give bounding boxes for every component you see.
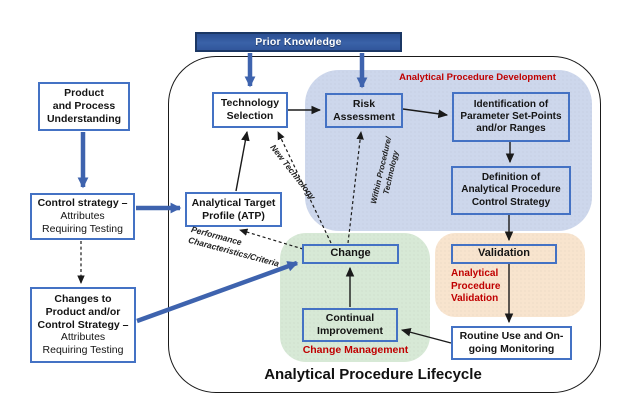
box-line: Validation <box>478 247 530 260</box>
node-changes-to-product-control-strategy: Changes to Product and/or Control Strate… <box>30 287 136 363</box>
box-line: Improvement <box>317 325 383 337</box>
label-analytical-procedure-development: Analytical Procedure Development <box>399 72 556 83</box>
box-line: Analytical Target <box>191 196 276 209</box>
box-line: Product and/or <box>45 305 121 318</box>
label-line: Procedure <box>451 280 501 292</box>
box-line: Control Strategy <box>471 196 551 208</box>
box-line: Control strategy – <box>37 197 128 210</box>
box-line: Continual <box>325 312 375 325</box>
box-line: Attributes <box>60 331 106 344</box>
node-change: Change <box>302 244 399 264</box>
box-line: Requiring Testing <box>42 222 123 235</box>
node-continual-improvement: Continual Improvement <box>302 308 398 342</box>
box-line: Understanding <box>46 112 122 125</box>
box-line: Requiring Testing <box>42 344 124 357</box>
box-line: Risk <box>352 97 376 110</box>
box-line: Identification of <box>473 98 549 110</box>
box-line: Attributes <box>60 210 105 223</box>
prior-knowledge-banner: Prior Knowledge <box>195 32 402 52</box>
box-line: Change <box>330 247 371 260</box>
box-line: Changes to <box>54 293 112 305</box>
node-definition-control-strategy: Definition of Analytical Procedure Contr… <box>451 166 571 215</box>
node-control-strategy: Control strategy – Attributes Requiring … <box>30 193 135 240</box>
label-analytical-procedure-validation: Analytical Procedure Validation <box>451 268 541 306</box>
region-analytical-procedure-validation <box>435 233 585 317</box>
box-line: and Process <box>52 100 116 113</box>
diagram-title: Analytical Procedure Lifecycle <box>264 366 482 383</box>
node-routine-use-monitoring: Routine Use and On- going Monitoring <box>451 326 572 360</box>
node-analytical-target-profile: Analytical Target Profile (ATP) <box>185 192 282 227</box>
prior-knowledge-label: Prior Knowledge <box>255 36 342 48</box>
box-line: Technology <box>220 97 280 110</box>
box-line: Control Strategy – <box>37 318 129 331</box>
label-change-management: Change Management <box>302 344 409 356</box>
box-line: Product <box>64 87 104 100</box>
box-line: Assessment <box>333 110 395 123</box>
box-line: Selection <box>226 110 274 122</box>
box-line: Profile (ATP) <box>202 209 265 222</box>
box-line: and/or Ranges <box>476 123 546 135</box>
node-validation: Validation <box>451 244 557 264</box>
label-line: Analytical <box>451 268 499 279</box>
box-line: Definition of <box>481 172 541 184</box>
box-line: Analytical Procedure <box>461 184 561 196</box>
box-line: going Monitoring <box>468 343 555 355</box>
node-technology-selection: Technology Selection <box>212 92 288 128</box>
node-product-process-understanding: Product and Process Understanding <box>38 82 130 131</box>
node-risk-assessment: Risk Assessment <box>325 93 403 128</box>
box-line: Parameter Set-Points <box>460 110 562 122</box>
node-identification-parameter-setpoints: Identification of Parameter Set-Points a… <box>452 92 570 142</box>
label-line: Validation <box>451 293 499 304</box>
lifecycle-container-outline <box>168 56 601 393</box>
box-line: Routine Use and On- <box>459 330 564 343</box>
